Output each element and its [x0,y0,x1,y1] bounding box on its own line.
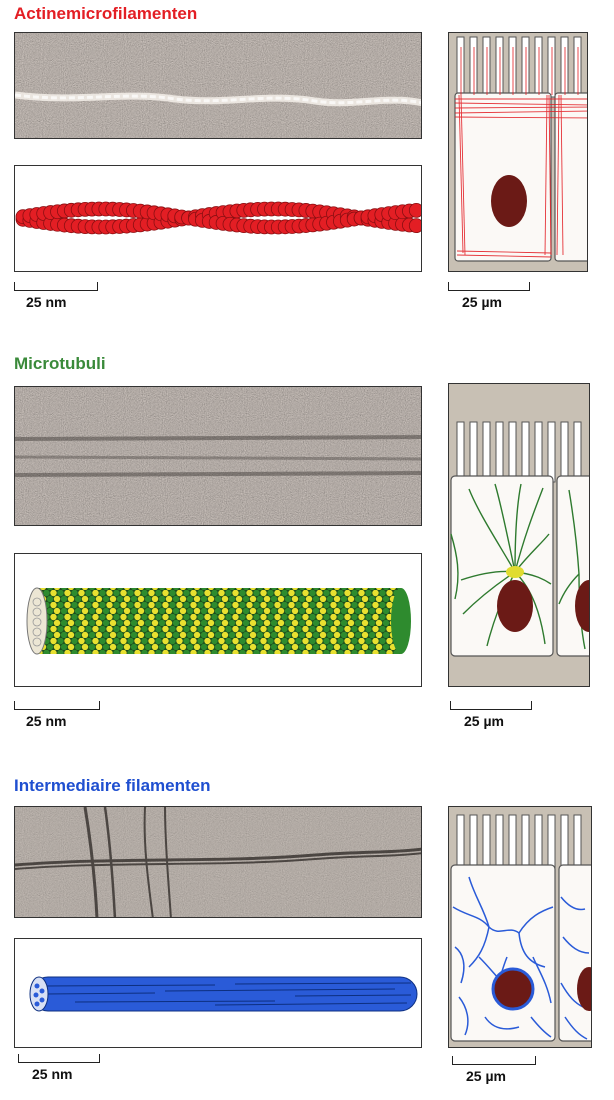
microtubule-cell-diagram [448,383,590,687]
scale-label: 25 nm [32,1066,73,1082]
actin-subunit [408,202,421,218]
actin-cell-diagram [448,32,588,272]
intermediate-cell-diagram [448,806,592,1048]
section-title-microtubuli: Microtubuli [14,354,106,373]
scale-label: 25 nm [26,713,67,729]
actin-subunit [408,218,421,234]
intermediate-micrograph [14,806,422,918]
scale-label: 25 µm [464,713,504,729]
microtubule-micrograph [14,386,422,526]
scale-label: 25 µm [466,1068,506,1084]
intermediate-filament-model [14,938,422,1048]
scale-label: 25 nm [26,294,67,310]
actin-micrograph [14,32,422,139]
scale-label: 25 µm [462,294,502,310]
section-title-actin: Actinemicrofilamenten [14,4,198,23]
section-title-intermediate: Intermediaire filamenten [14,776,211,795]
microtubule-model [14,553,422,687]
actin-filament-model [14,165,422,272]
